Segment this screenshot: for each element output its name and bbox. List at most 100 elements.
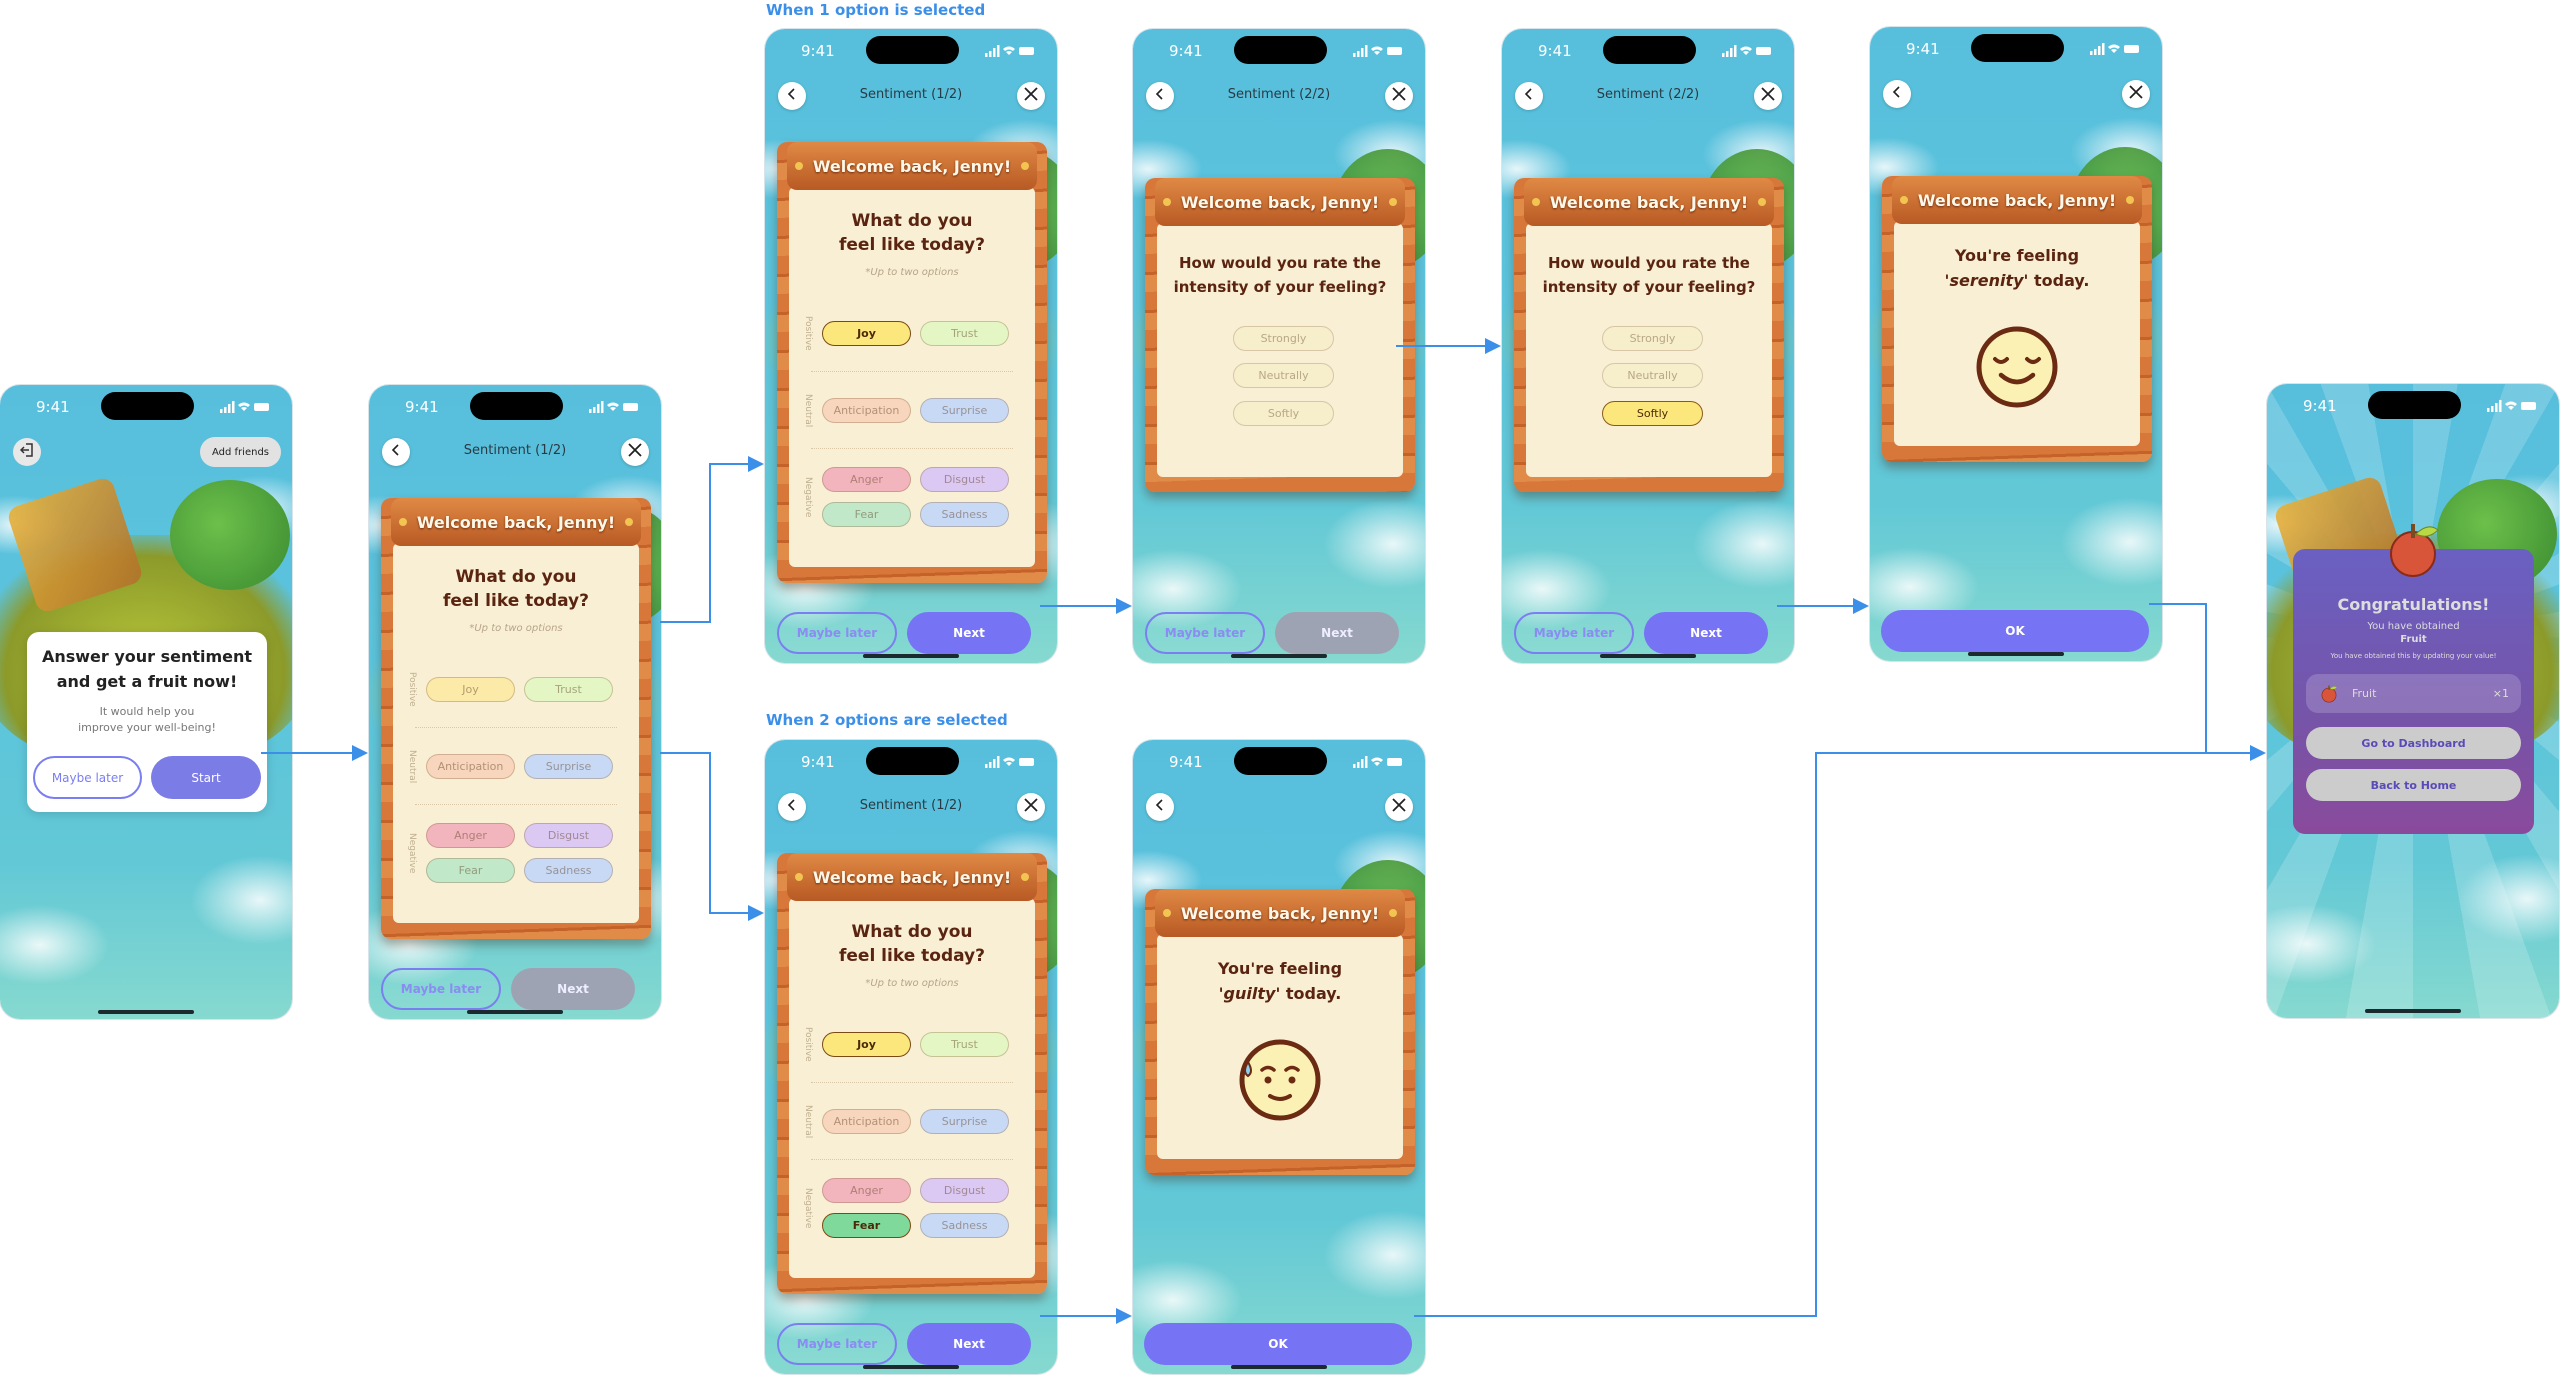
home-indicator: [863, 1365, 959, 1369]
chevron-left-icon: [1523, 87, 1535, 105]
next-button[interactable]: Next: [1644, 612, 1768, 654]
close-icon: [2129, 84, 2143, 104]
go-to-dashboard-button[interactable]: Go to Dashboard: [2306, 727, 2521, 759]
maybe-later-button[interactable]: Maybe later: [33, 756, 142, 799]
result-line-2: 'serenity' today.: [1894, 268, 2140, 293]
signal-wifi-battery-icon: [220, 401, 269, 413]
emotion-chip-surprise[interactable]: Surprise: [920, 1109, 1009, 1134]
logout-button[interactable]: [13, 438, 41, 466]
close-button[interactable]: [621, 438, 649, 466]
maybe-later-button[interactable]: Maybe later: [777, 612, 897, 654]
back-button[interactable]: [1515, 82, 1543, 110]
signal-wifi-battery-icon: [985, 756, 1034, 768]
popup-title: Answer your sentiment and get a fruit no…: [41, 647, 253, 691]
emotion-chip-surprise[interactable]: Surprise: [920, 398, 1009, 423]
intensity-option-softly[interactable]: Softly: [1602, 401, 1703, 426]
question-text: What do you feel like today?: [838, 922, 986, 966]
card-panel: How would you rate the intensity of your…: [1157, 223, 1403, 477]
back-button[interactable]: [1146, 82, 1174, 110]
maybe-later-button[interactable]: Maybe later: [1145, 612, 1265, 654]
next-button[interactable]: Next: [1275, 612, 1399, 654]
back-button[interactable]: [1146, 793, 1174, 821]
emotion-chip-joy[interactable]: Joy: [822, 321, 911, 346]
category-divider: [811, 448, 1013, 449]
close-button[interactable]: [1754, 82, 1782, 110]
category-label-negative: Negative: [803, 476, 813, 518]
emotion-chip-fear[interactable]: Fear: [822, 1213, 911, 1238]
card-panel: How would you rate the intensity of your…: [1526, 223, 1772, 477]
result-line-2-end: ' today.: [2023, 271, 2090, 290]
emotion-chip-anticipation[interactable]: Anticipation: [822, 1109, 911, 1134]
emotion-chip-surprise[interactable]: Surprise: [524, 754, 613, 779]
emotion-chip-anger[interactable]: Anger: [822, 467, 911, 492]
intensity-option-strongly[interactable]: Strongly: [1233, 326, 1334, 351]
emotion-chip-joy[interactable]: Joy: [822, 1032, 911, 1057]
maybe-later-button[interactable]: Maybe later: [777, 1323, 897, 1365]
emotion-chip-anticipation[interactable]: Anticipation: [426, 754, 515, 779]
logout-icon: [19, 442, 34, 462]
ok-button[interactable]: OK: [1144, 1323, 1412, 1365]
emotion-chip-anger[interactable]: Anger: [426, 823, 515, 848]
next-button[interactable]: Next: [907, 1323, 1031, 1365]
quote-open: ': [1218, 984, 1224, 1003]
emotion-chip-trust[interactable]: Trust: [524, 677, 613, 702]
status-icons: [1353, 755, 1403, 773]
result-line-2-end: ' today.: [1275, 984, 1342, 1003]
question-text: What do you feel like today?: [442, 567, 590, 611]
close-button[interactable]: [1017, 82, 1045, 110]
obtained-item: Fruit: [2400, 634, 2427, 645]
add-friends-button[interactable]: Add friends: [200, 437, 281, 467]
emotion-chip-sadness[interactable]: Sadness: [920, 1213, 1009, 1238]
emotion-chip-anticipation[interactable]: Anticipation: [822, 398, 911, 423]
next-button[interactable]: Next: [907, 612, 1031, 654]
maybe-later-button[interactable]: Maybe later: [1514, 612, 1634, 654]
close-icon: [1761, 86, 1775, 106]
result-line-1: You're feeling: [1954, 246, 2080, 265]
emotion-chip-fear[interactable]: Fear: [822, 502, 911, 527]
maybe-later-button[interactable]: Maybe later: [381, 968, 501, 1010]
emotion-chip-fear[interactable]: Fear: [426, 858, 515, 883]
ok-button[interactable]: OK: [1881, 610, 2149, 652]
close-button[interactable]: [1385, 82, 1413, 110]
next-button[interactable]: Next: [511, 968, 635, 1010]
back-button[interactable]: [778, 82, 806, 110]
close-button[interactable]: [2122, 80, 2150, 108]
emotion-chip-disgust[interactable]: Disgust: [524, 823, 613, 848]
emotion-chip-joy[interactable]: Joy: [426, 677, 515, 702]
popup-subtitle: It would help you improve your well-bein…: [78, 705, 216, 734]
category-label-neutral: Neutral: [803, 1104, 813, 1139]
status-time: 9:41: [1169, 42, 1203, 60]
close-button[interactable]: [1385, 793, 1413, 821]
emotion-chip-trust[interactable]: Trust: [920, 321, 1009, 346]
obtained-text: You have obtained: [2367, 621, 2460, 632]
back-to-home-button[interactable]: Back to Home: [2306, 769, 2521, 801]
hint-text: *Up to two options: [865, 267, 959, 278]
emotion-chip-disgust[interactable]: Disgust: [920, 467, 1009, 492]
back-button[interactable]: [778, 793, 806, 821]
intensity-option-softly[interactable]: Softly: [1233, 401, 1334, 426]
back-button[interactable]: [382, 438, 410, 466]
cloud-decoration: [1323, 499, 1425, 589]
card-banner: Welcome back, Jenny!: [1524, 178, 1774, 226]
back-button[interactable]: [1883, 80, 1911, 108]
intensity-option-neutrally[interactable]: Neutrally: [1602, 363, 1703, 388]
emotion-chip-sadness[interactable]: Sadness: [920, 502, 1009, 527]
cloud-decoration: [190, 855, 292, 945]
card-panel: What do you feel like today?*Up to two o…: [789, 898, 1035, 1278]
start-button[interactable]: Start: [151, 756, 261, 799]
card-banner: Welcome back, Jenny!: [787, 853, 1037, 901]
intensity-option-strongly[interactable]: Strongly: [1602, 326, 1703, 351]
screen-title: Sentiment (1/2): [859, 87, 963, 102]
intensity-option-neutrally[interactable]: Neutrally: [1233, 363, 1334, 388]
home-indicator: [1231, 654, 1327, 658]
close-button[interactable]: [1017, 793, 1045, 821]
status-time: 9:41: [405, 398, 439, 416]
emotion-chip-disgust[interactable]: Disgust: [920, 1178, 1009, 1203]
emotion-chip-trust[interactable]: Trust: [920, 1032, 1009, 1057]
emotion-chip-sadness[interactable]: Sadness: [524, 858, 613, 883]
emotion-chip-anger[interactable]: Anger: [822, 1178, 911, 1203]
